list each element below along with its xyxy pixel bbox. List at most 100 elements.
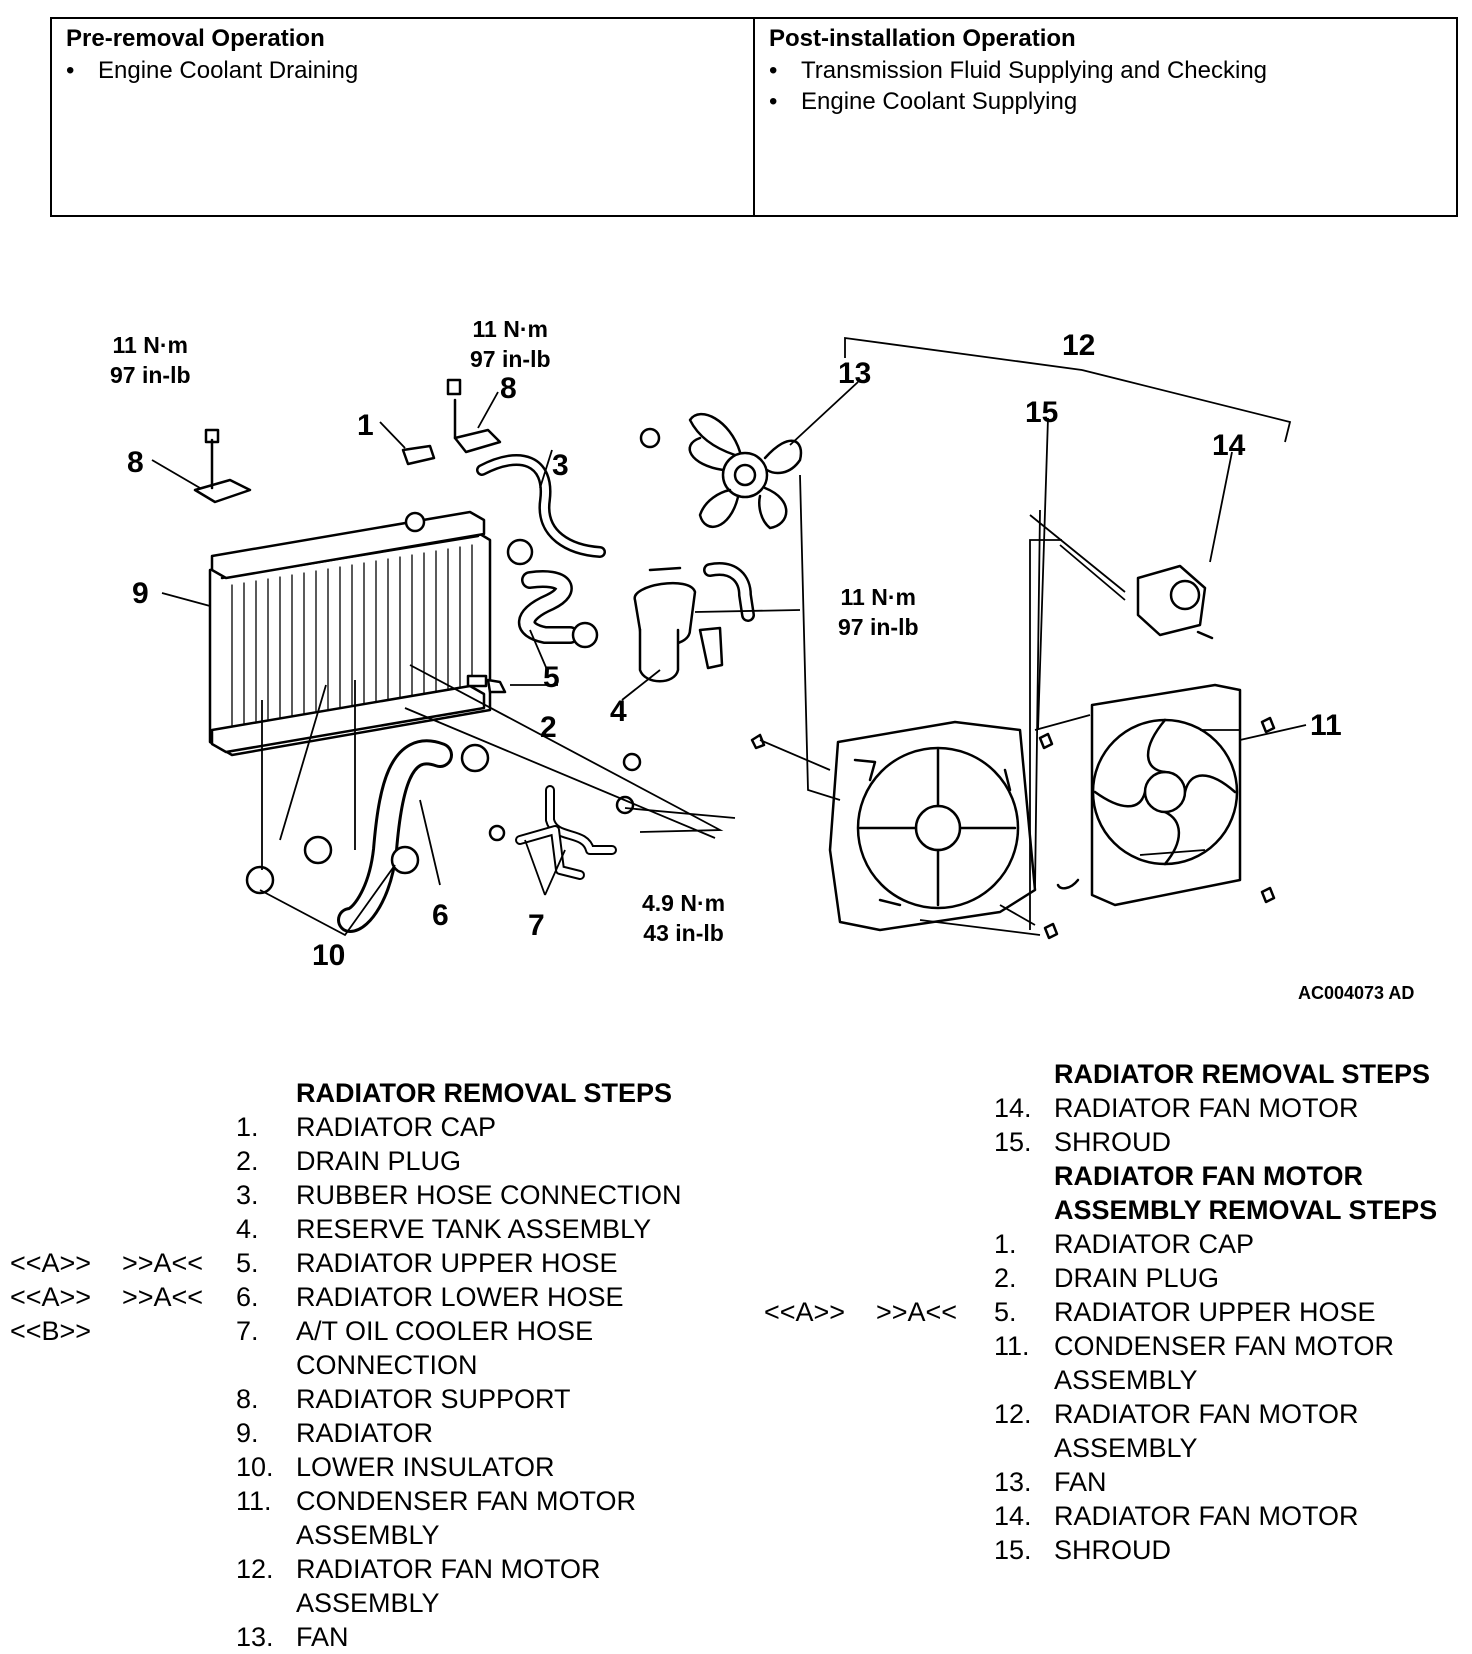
step-row: <<A>> >>A<< 5. RADIATOR UPPER HOSE: [0, 1246, 740, 1280]
diagram-drawing: [151, 336, 1307, 940]
callout-6: 6: [432, 899, 449, 932]
callout-5: 5: [543, 661, 560, 694]
radiator-drawing: [208, 510, 492, 757]
step-text: FAN: [1054, 1467, 1107, 1497]
step-row: 1.RADIATOR CAP: [760, 1227, 1472, 1261]
step-text: RUBBER HOSE CONNECTION: [296, 1180, 682, 1210]
radiator-exploded-diagram: 1 2 3 4 5 6 7 8 8 9 10 11 12 13 15 14 11…: [0, 316, 1472, 1030]
step-text: RADIATOR FAN MOTOR ASSEMBLY: [1054, 1399, 1359, 1463]
radiator-removal-steps-right: RADIATOR REMOVAL STEPS 14. RADIATOR FAN M…: [760, 1057, 1472, 1567]
steps-heading: RADIATOR REMOVAL STEPS: [296, 1078, 673, 1108]
post-installation-column: Post-installation Operation Transmission…: [753, 19, 1456, 215]
callout-12: 12: [1062, 329, 1096, 362]
step-number: 10.: [236, 1452, 274, 1482]
callout-3: 3: [552, 449, 569, 482]
step-number: 6.: [236, 1282, 259, 1312]
step-text: FAN: [296, 1622, 349, 1652]
step-text: RADIATOR CAP: [296, 1112, 497, 1142]
service-mark-installation: >>A<<: [876, 1297, 958, 1327]
step-number: 8.: [236, 1384, 259, 1414]
step-text: RADIATOR: [296, 1418, 434, 1448]
steps-heading-row: RADIATOR REMOVAL STEPS: [760, 1057, 1472, 1091]
pre-removal-title: Pre-removal Operation: [66, 25, 325, 52]
step-number: 12.: [994, 1399, 1032, 1429]
step-number: 1.: [236, 1112, 259, 1142]
steps-heading-row: RADIATOR REMOVAL STEPS: [0, 1076, 740, 1110]
operations-table: Pre-removal Operation Engine Coolant Dra…: [50, 17, 1458, 217]
steps-heading-row: RADIATOR FAN MOTOR ASSEMBLY REMOVAL STEP…: [760, 1159, 1472, 1227]
step-text: RADIATOR FAN MOTOR: [1054, 1501, 1359, 1531]
service-mark-removal: <<A>>: [764, 1297, 846, 1327]
callout-10: 10: [312, 939, 346, 972]
step-row: 1. RADIATOR CAP: [0, 1110, 740, 1144]
callout-11: 11: [1310, 709, 1342, 742]
service-mark-removal: <<B>>: [10, 1316, 92, 1346]
step-text: SHROUD: [1054, 1127, 1172, 1157]
step-text: RADIATOR UPPER HOSE: [296, 1248, 618, 1278]
step-number: 12.: [236, 1554, 274, 1584]
post-installation-item: Engine Coolant Supplying: [769, 86, 1442, 117]
step-row: 12. RADIATOR FAN MOTOR ASSEMBLY: [0, 1552, 740, 1620]
step-number: 2.: [236, 1146, 259, 1176]
step-row: 15. SHROUD: [760, 1125, 1472, 1159]
step-number: 13.: [236, 1622, 274, 1652]
step-row: <<A>>>>A<<6.RADIATOR LOWER HOSE: [0, 1280, 740, 1314]
callout-15: 14: [1212, 429, 1246, 462]
service-mark-removal: <<A>>: [10, 1248, 92, 1278]
step-row: 13. FAN: [0, 1620, 740, 1654]
step-number: 1.: [994, 1229, 1017, 1259]
step-number: 15.: [994, 1535, 1032, 1565]
step-number: 3.: [236, 1180, 259, 1210]
callout-9: 9: [132, 577, 149, 610]
callout-8-left: 8: [127, 446, 144, 479]
torque-spec-reserve-tank: 11 N·m 97 in-lb: [838, 584, 919, 640]
step-row: 3. RUBBER HOSE CONNECTION: [0, 1178, 740, 1212]
callout-7: 7: [528, 909, 545, 942]
step-number: 14.: [994, 1501, 1032, 1531]
callout-1: 1: [357, 409, 374, 442]
step-row: 15. SHROUD: [760, 1533, 1472, 1567]
step-row: 10. LOWER INSULATOR: [0, 1450, 740, 1484]
step-number: 11.: [236, 1486, 272, 1516]
steps-heading: RADIATOR REMOVAL STEPS: [1054, 1059, 1431, 1089]
step-text: RADIATOR SUPPORT: [296, 1384, 571, 1414]
step-row: 4.RESERVE TANK ASSEMBLY: [0, 1212, 740, 1246]
step-row: 12. RADIATOR FAN MOTOR ASSEMBLY: [760, 1397, 1472, 1465]
step-row: <<B>> 7. A/T OIL COOLER HOSE CONNECTION: [0, 1314, 740, 1382]
pre-removal-list: Engine Coolant Draining: [66, 55, 739, 86]
step-number: 11.: [994, 1331, 1030, 1361]
step-row: 11. CONDENSER FAN MOTOR ASSEMBLY: [760, 1329, 1472, 1397]
step-row: 13. FAN: [760, 1465, 1472, 1499]
step-number: 9.: [236, 1418, 259, 1448]
callout-8-right: 8: [500, 372, 517, 405]
post-installation-title: Post-installation Operation: [769, 25, 1076, 52]
steps-heading: RADIATOR FAN MOTOR ASSEMBLY REMOVAL STEP…: [1054, 1161, 1438, 1225]
step-number: 14.: [994, 1093, 1032, 1123]
step-text: LOWER INSULATOR: [296, 1452, 555, 1482]
step-text: RADIATOR FAN MOTOR: [1054, 1093, 1359, 1123]
radiator-removal-steps-left: RADIATOR REMOVAL STEPS 1. RADIATOR CAP 2.…: [0, 1076, 740, 1654]
step-row: 2. DRAIN PLUG: [0, 1144, 740, 1178]
post-installation-item: Transmission Fluid Supplying and Checkin…: [769, 55, 1442, 86]
step-text: RADIATOR LOWER HOSE: [296, 1282, 624, 1312]
callout-14: 15: [1025, 396, 1059, 429]
service-mark-installation: >>A<<: [122, 1248, 204, 1278]
service-mark-removal: <<A>>: [10, 1282, 92, 1312]
torque-spec-support-right: 11 N·m 97 in-lb: [470, 316, 551, 372]
step-number: 13.: [994, 1467, 1032, 1497]
step-text: RADIATOR FAN MOTOR ASSEMBLY: [296, 1554, 601, 1618]
step-row: 9. RADIATOR: [0, 1416, 740, 1450]
callout-2: 2: [540, 711, 557, 744]
step-text: DRAIN PLUG: [296, 1146, 462, 1176]
step-text: SHROUD: [1054, 1535, 1172, 1565]
step-text: CONDENSER FAN MOTOR ASSEMBLY: [1054, 1331, 1395, 1395]
step-row: 2. DRAIN PLUG: [760, 1261, 1472, 1295]
step-number: 7.: [236, 1316, 259, 1346]
step-number: 5.: [236, 1248, 259, 1278]
step-number: 2.: [994, 1263, 1017, 1293]
step-number: 15.: [994, 1127, 1032, 1157]
step-row: 14. RADIATOR FAN MOTOR: [760, 1499, 1472, 1533]
step-row: 11.CONDENSER FAN MOTOR ASSEMBLY: [0, 1484, 740, 1552]
step-text: A/T OIL COOLER HOSE CONNECTION: [296, 1316, 594, 1380]
step-text: DRAIN PLUG: [1054, 1263, 1220, 1293]
